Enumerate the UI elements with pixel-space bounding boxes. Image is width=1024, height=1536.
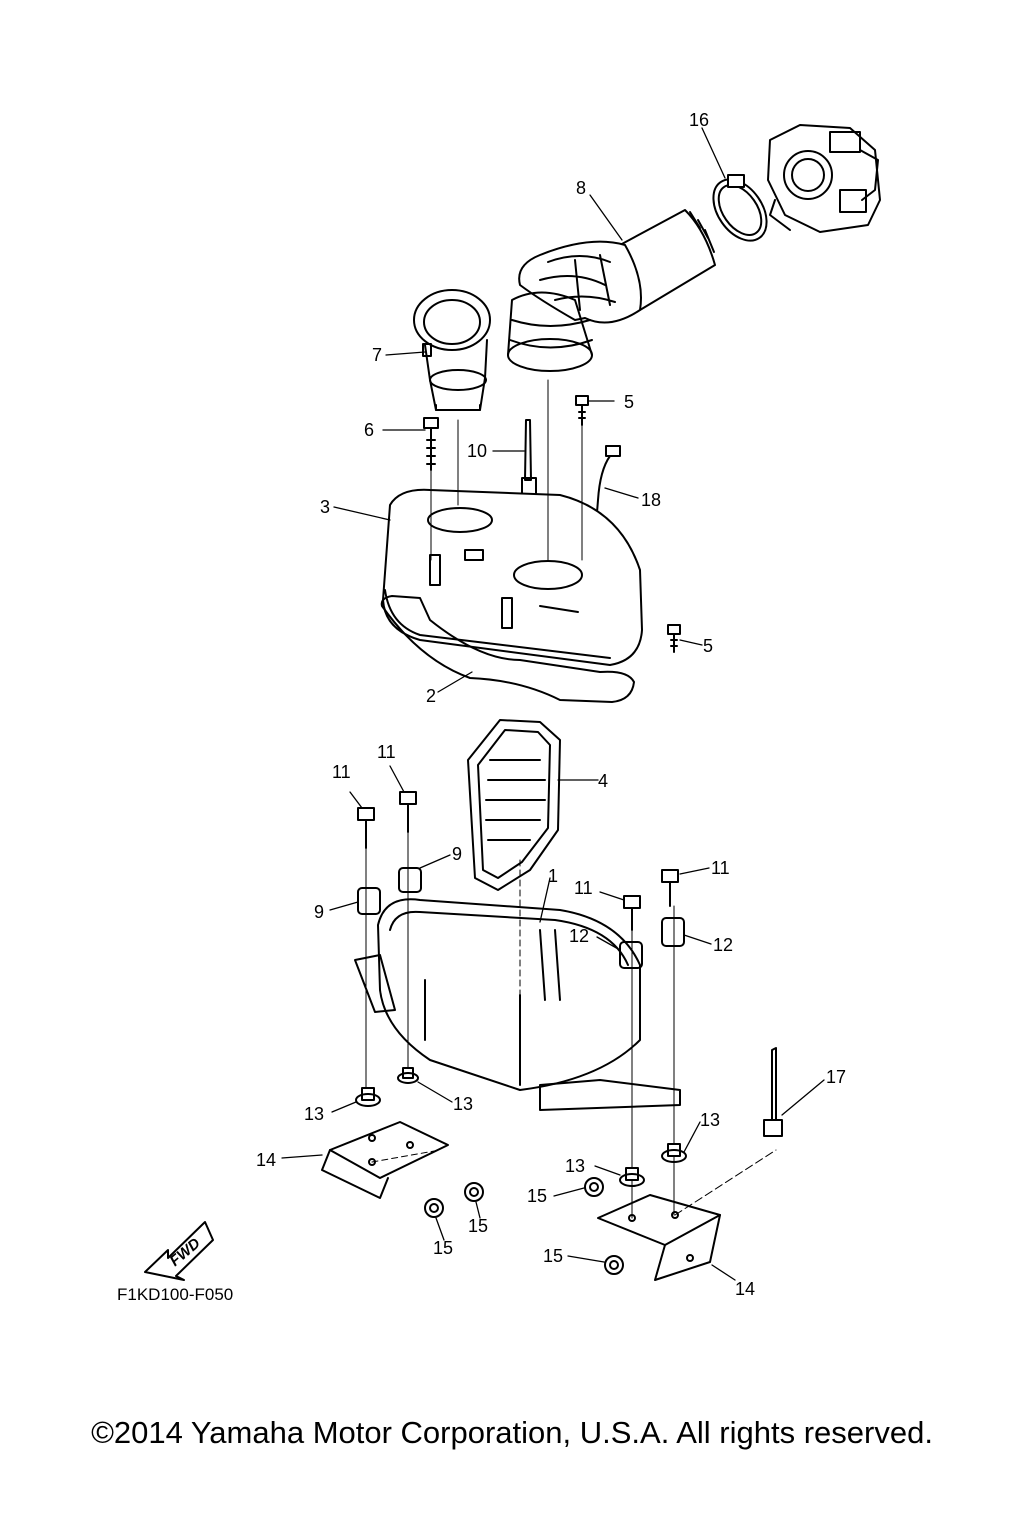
callout-5-upper: 5 xyxy=(624,392,634,412)
assembly-lines xyxy=(365,379,777,1219)
air-box-cover-3 xyxy=(382,488,643,666)
callout-10: 10 xyxy=(467,441,487,461)
callout-15-a: 15 xyxy=(468,1216,488,1236)
callout-5-lower: 5 xyxy=(703,636,713,656)
callout-11-d: 11 xyxy=(711,858,730,878)
nut-15-b xyxy=(424,1198,444,1218)
nut-15-c xyxy=(584,1177,604,1197)
callout-13-d: 13 xyxy=(700,1110,720,1130)
callout-7: 7 xyxy=(372,345,382,365)
callout-14-right: 14 xyxy=(735,1279,755,1299)
callout-4: 4 xyxy=(598,771,608,791)
collar-13-b xyxy=(397,1067,419,1084)
grommet-12-right xyxy=(661,917,685,947)
callout-11-a: 11 xyxy=(332,762,351,782)
callout-13-a: 13 xyxy=(304,1104,324,1124)
callout-18: 18 xyxy=(641,490,661,510)
nut-15-a xyxy=(464,1182,484,1202)
callout-13-b: 13 xyxy=(453,1094,473,1114)
air-filter-element-4 xyxy=(467,719,561,891)
callout-13-c: 13 xyxy=(565,1156,585,1176)
diagram-code: F1KD100-F050 xyxy=(117,1285,233,1304)
callout-11-b: 11 xyxy=(377,742,396,762)
callout-8: 8 xyxy=(576,178,586,198)
gasket-2 xyxy=(380,595,635,703)
grommet-9-left xyxy=(357,887,381,915)
tie-17 xyxy=(763,1047,783,1137)
tie-strap-10 xyxy=(521,419,537,497)
callout-12-right: 12 xyxy=(713,935,733,955)
callout-9-left: 9 xyxy=(314,902,324,922)
bolt-6 xyxy=(423,417,439,471)
callout-11-c: 11 xyxy=(574,878,593,898)
collar-13-a xyxy=(355,1087,381,1107)
callout-14-left: 14 xyxy=(256,1150,276,1170)
bolt-11-c xyxy=(623,895,641,931)
bracket-14-left xyxy=(321,1121,449,1199)
callout-2: 2 xyxy=(426,686,436,706)
callout-3: 3 xyxy=(320,497,330,517)
duct-7 xyxy=(413,289,491,411)
throttle-body xyxy=(767,124,881,233)
grommet-9-center xyxy=(398,867,422,893)
fwd-arrow-icon: FWD xyxy=(144,1221,214,1281)
callout-15-c: 15 xyxy=(527,1186,547,1206)
hose-18 xyxy=(593,445,621,551)
callout-6: 6 xyxy=(364,420,374,440)
bolt-11-b xyxy=(399,791,417,833)
grommet-12-center xyxy=(619,941,643,969)
callout-12-center: 12 xyxy=(569,926,589,946)
air-box-case-1 xyxy=(354,898,681,1111)
bolt-5-upper xyxy=(575,395,589,426)
callout-17: 17 xyxy=(826,1067,846,1087)
callout-9-center: 9 xyxy=(452,844,462,864)
parts-diagram: FWD F1KD100-F050 16 8 7 5 6 10 18 3 5 2 … xyxy=(117,110,881,1304)
bolt-5-lower xyxy=(667,624,681,653)
bracket-14-right xyxy=(597,1194,721,1281)
hose-clamp-16 xyxy=(712,174,768,242)
callout-15-d: 15 xyxy=(543,1246,563,1266)
callout-1: 1 xyxy=(548,866,558,886)
bolt-11-d xyxy=(661,869,679,907)
callout-16: 16 xyxy=(689,110,709,130)
callout-15-b: 15 xyxy=(433,1238,453,1258)
copyright-notice: ©2014 Yamaha Motor Corporation, U.S.A. A… xyxy=(91,1415,933,1450)
nut-15-d xyxy=(604,1255,624,1275)
intake-duct-8 xyxy=(507,209,716,372)
callout-labels: 16 8 7 5 6 10 18 3 5 2 11 11 4 9 11 1 11… xyxy=(256,110,846,1299)
leader-lines xyxy=(281,127,825,1281)
bolt-11-a xyxy=(357,807,375,849)
